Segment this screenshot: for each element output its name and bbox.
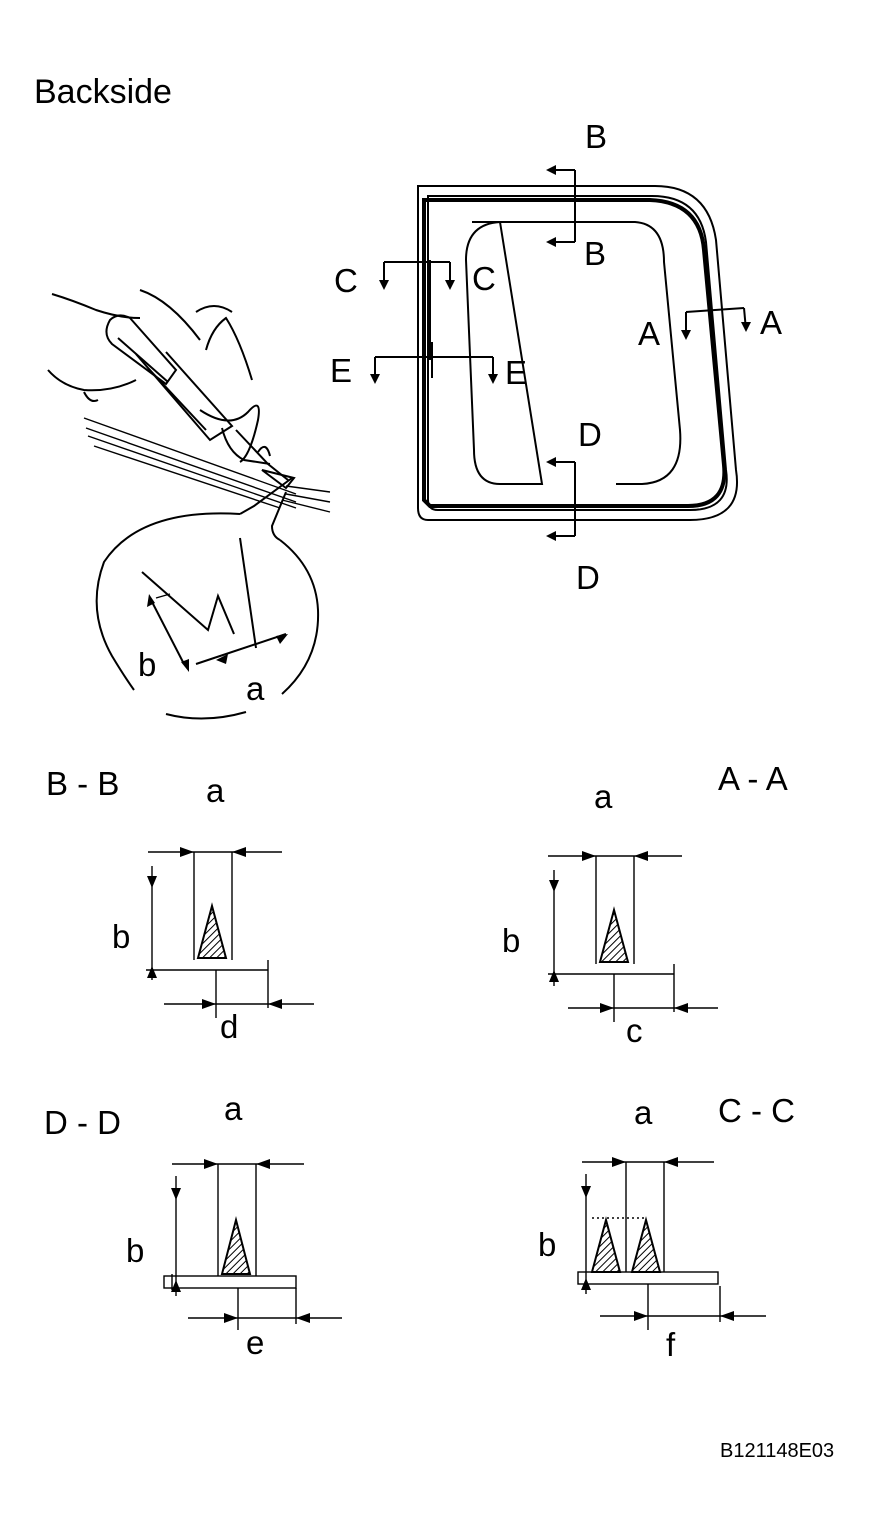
section-cut-b: B B <box>546 118 607 272</box>
detail-label-a: a <box>246 670 265 707</box>
section-cc-title: C - C <box>718 1092 795 1129</box>
detail-label-b: b <box>138 646 156 683</box>
section-dd-label-b: b <box>126 1232 144 1269</box>
section-aa-label-a: a <box>594 778 613 815</box>
figure-code: B121148E03 <box>720 1440 834 1462</box>
section-d-d: D - D a b e <box>44 1090 342 1361</box>
cut-label-c-right: C <box>472 260 496 297</box>
cut-label-d-top: D <box>578 416 602 453</box>
cut-label-c-left: C <box>334 262 358 299</box>
section-cut-c: C C <box>334 260 496 299</box>
section-bb-label-d: d <box>220 1008 238 1045</box>
section-bb-label-b: b <box>112 918 130 955</box>
cut-label-e-right: E <box>505 354 527 391</box>
window-glass-outline <box>417 185 738 521</box>
section-cc-label-f: f <box>666 1326 676 1363</box>
cut-label-a-left: A <box>638 315 660 352</box>
section-cut-d: D D <box>546 416 602 596</box>
cut-label-b-bottom: B <box>584 235 606 272</box>
section-cc-label-b: b <box>538 1226 556 1263</box>
section-cut-a: A A <box>638 304 782 352</box>
applicator-hand-illustration: b a <box>47 289 331 720</box>
section-b-b: B - B a b d <box>46 765 314 1045</box>
section-c-c: C - C a b f <box>538 1092 795 1363</box>
section-aa-label-c: c <box>626 1012 643 1049</box>
section-dd-label-a: a <box>224 1090 243 1127</box>
section-dd-label-e: e <box>246 1324 264 1361</box>
page-title: Backside <box>34 73 172 111</box>
cut-label-e-left: E <box>330 352 352 389</box>
section-dd-title: D - D <box>44 1104 121 1141</box>
section-a-a: A - A a b c <box>502 760 788 1049</box>
section-cut-e: E E <box>330 342 527 391</box>
section-aa-label-b: b <box>502 922 520 959</box>
section-cc-label-a: a <box>634 1094 653 1131</box>
cut-label-d-bottom: D <box>576 559 600 596</box>
cut-label-b-top: B <box>585 118 607 155</box>
cut-label-a-right: A <box>760 304 782 341</box>
section-aa-title: A - A <box>718 760 788 797</box>
section-bb-title: B - B <box>46 765 119 802</box>
section-bb-label-a: a <box>206 772 225 809</box>
